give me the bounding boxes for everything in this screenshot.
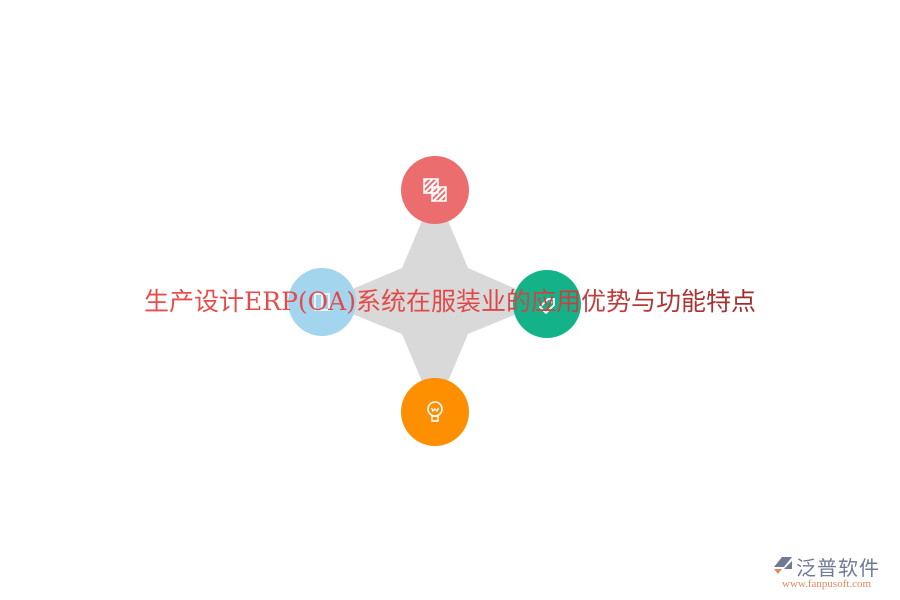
node-bottom (401, 378, 469, 446)
logo-name: 泛普软件 (796, 556, 880, 580)
tag-icon (539, 298, 555, 314)
node-right (513, 270, 581, 338)
node-left (288, 268, 356, 336)
title-text: 生产设计ERP(OA)系统在服装业的应用优势与功能特点 (144, 287, 756, 316)
brand-logo: 泛普软件 www.fanpusoft.com (768, 552, 898, 596)
page-title: 生产设计ERP(OA)系统在服装业的应用优势与功能特点 (0, 282, 900, 318)
lightbulb-icon (427, 401, 443, 422)
logo-url: www.fanpusoft.com (782, 578, 872, 590)
layers-icon (423, 178, 447, 202)
book-icon (314, 293, 330, 311)
node-top (401, 156, 469, 224)
fanpu-logo-icon (774, 557, 792, 574)
